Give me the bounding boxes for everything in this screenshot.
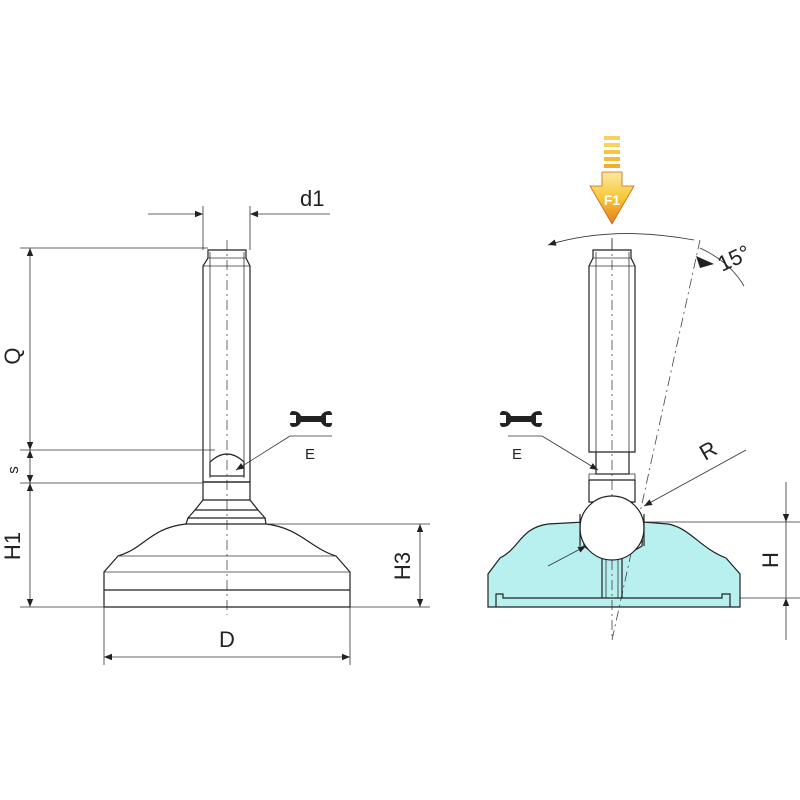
label-e-right: E — [512, 446, 522, 463]
label-e-left: E — [305, 446, 315, 463]
label-angle: 15° — [714, 240, 755, 277]
dimension-q: Q — [0, 248, 34, 450]
label-s: s — [5, 466, 22, 474]
right-ball-joint — [579, 495, 645, 598]
label-r: R — [695, 436, 721, 466]
dimension-s: s — [5, 450, 34, 483]
force-arrow-icon: F1 — [589, 136, 635, 225]
left-threaded-rod — [202, 249, 251, 483]
label-d1: d1 — [300, 186, 324, 211]
right-threaded-rod — [588, 249, 636, 475]
label-d: D — [219, 627, 235, 652]
label-h3: H3 — [390, 552, 415, 580]
dimension-h3: H3 — [390, 524, 424, 607]
dimension-d: D — [104, 627, 350, 661]
wrench-icon — [290, 411, 332, 427]
right-view: R 15° F1 H — [487, 136, 800, 641]
left-hex-collar — [186, 481, 267, 519]
label-f1: F1 — [604, 192, 621, 208]
label-q: Q — [0, 347, 25, 364]
left-view: d1 Q s H1 H3 D — [0, 186, 430, 665]
right-hex-collar — [588, 473, 636, 503]
dimension-d1: d1 — [148, 186, 330, 218]
wrench-icon — [500, 411, 542, 427]
left-base — [103, 517, 351, 608]
label-h: H — [758, 552, 783, 568]
dimension-h1: H1 — [0, 483, 34, 607]
dimension-h: H — [644, 482, 800, 640]
dimension-angle: 15° — [547, 233, 755, 287]
right-tilted-centerline — [611, 239, 701, 641]
label-h1: H1 — [0, 532, 25, 560]
